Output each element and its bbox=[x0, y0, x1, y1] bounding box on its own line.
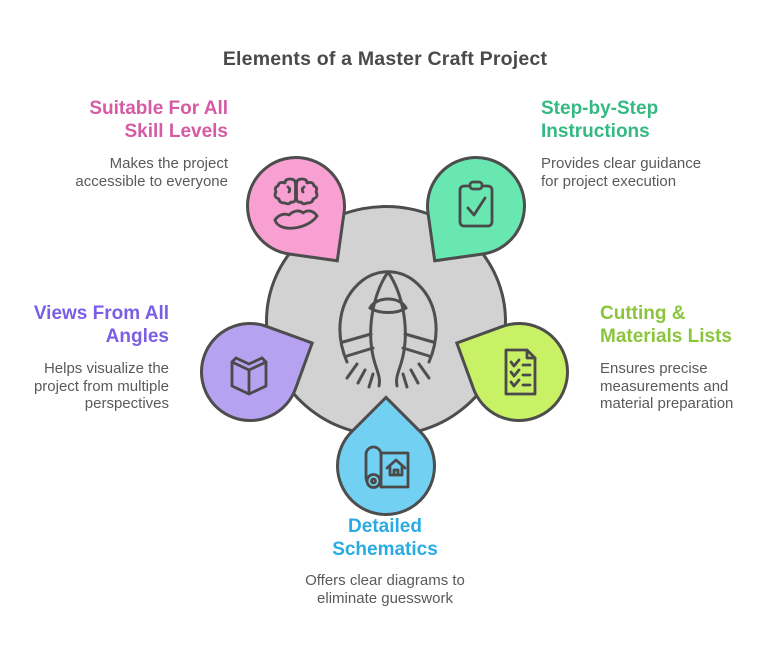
petal-heading-views: Views From All Angles bbox=[33, 303, 169, 347]
petal-description-schematics: Offers clear diagrams to eliminate guess… bbox=[305, 572, 465, 607]
blueprint-icon bbox=[364, 445, 410, 489]
petal-description-materials: Ensures precise measurements and materia… bbox=[600, 360, 734, 412]
open-book-icon bbox=[230, 356, 268, 396]
brain-in-hand-icon bbox=[273, 177, 319, 230]
petal-description-skill-levels: Makes the project accessible to everyone bbox=[75, 155, 228, 190]
page-title: Elements of a Master Craft Project bbox=[222, 48, 548, 70]
petal-heading-schematics: Detailed Schematics bbox=[332, 516, 438, 560]
checklist-document-icon bbox=[504, 348, 537, 396]
petal-heading-materials: Cutting & Materials Lists bbox=[600, 303, 732, 347]
rocket-sketch-illustration bbox=[338, 270, 438, 389]
petal-heading-skill-levels: Suitable For All Skill Levels bbox=[89, 98, 228, 142]
petal-description-views: Helps visualize the project from multipl… bbox=[33, 360, 169, 412]
petal-heading-instructions: Step-by-Step Instructions bbox=[541, 98, 659, 142]
petal-description-instructions: Provides clear guidance for project exec… bbox=[541, 155, 702, 190]
clipboard-check-icon bbox=[458, 180, 494, 228]
